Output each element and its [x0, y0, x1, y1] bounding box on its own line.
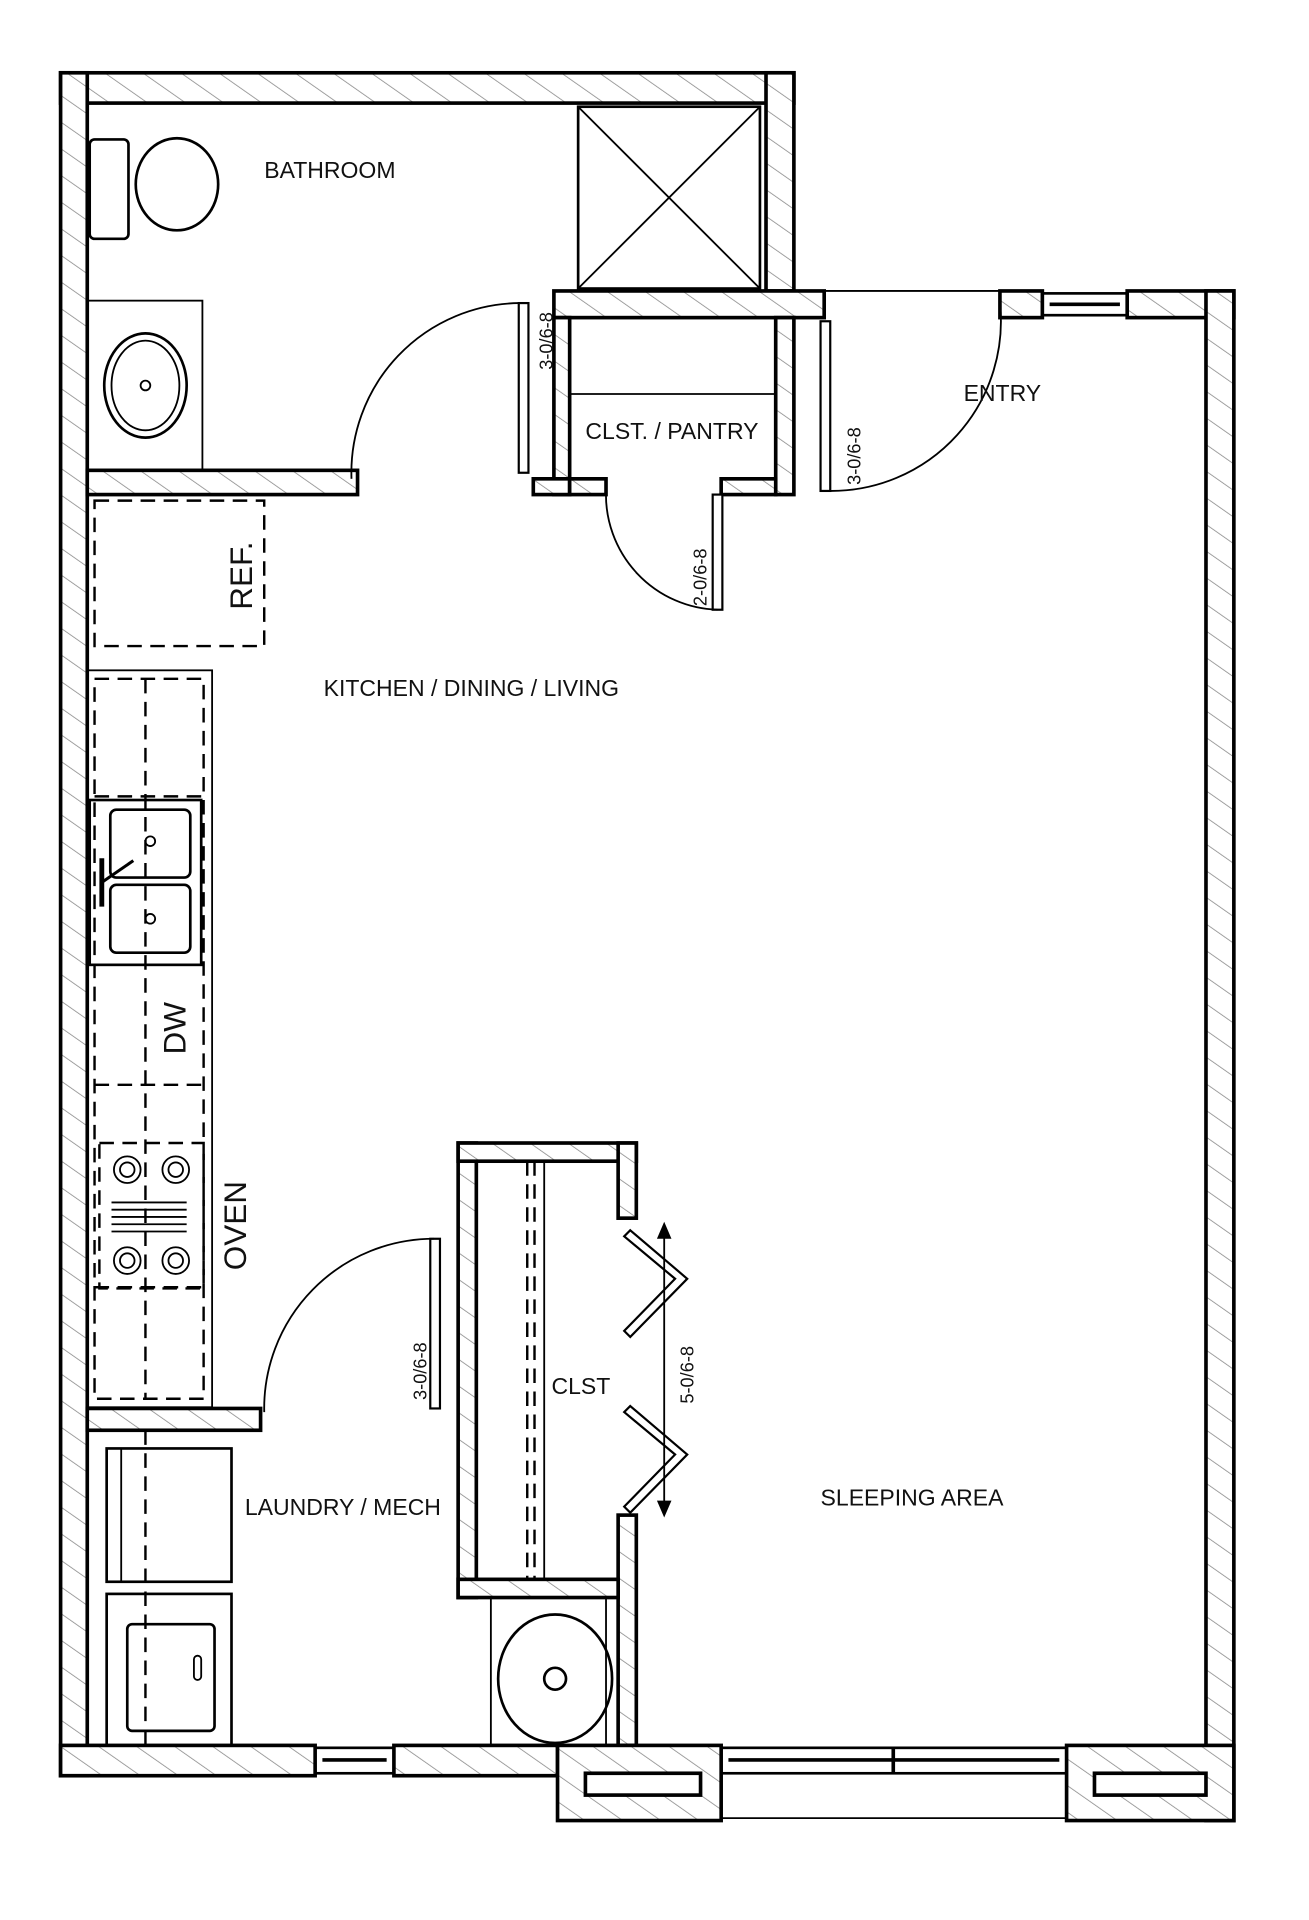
door-label-entry: 3-0/6-8 — [845, 427, 865, 485]
kitchen-fixtures — [86, 499, 266, 1409]
closet-fixtures — [526, 393, 776, 1580]
labels: BATHROOM CLST. / PANTRY ENTRY KITCHEN / … — [156, 157, 1041, 1520]
oven-label: OVEN — [217, 1181, 253, 1270]
door-label-laundry: 3-0/6-8 — [411, 1342, 431, 1400]
room-label-bathroom: BATHROOM — [264, 157, 395, 183]
ref-label: REF. — [223, 541, 259, 609]
doors — [263, 301, 1002, 1518]
water-heater — [489, 1596, 607, 1747]
room-label-sleeping: SLEEPING AREA — [821, 1484, 1005, 1510]
room-label-entry: ENTRY — [964, 380, 1042, 406]
washer — [105, 1592, 233, 1747]
sink — [88, 798, 203, 967]
toilet-tank — [88, 138, 130, 241]
dw-label: DW — [156, 1002, 192, 1055]
windows — [313, 290, 1208, 1820]
range — [98, 1141, 205, 1290]
shower — [576, 105, 762, 290]
room-label-laundry: LAUNDRY / MECH — [245, 1494, 441, 1520]
door-label-closet: 5-0/6-8 — [677, 1346, 697, 1404]
refrigerator — [93, 499, 266, 648]
door-label-bath: 3-0/6-8 — [537, 312, 557, 370]
room-label-pantry: CLST. / PANTRY — [585, 418, 758, 444]
bathroom-fixtures — [86, 105, 762, 472]
laundry-fixtures — [105, 1430, 614, 1747]
lavatory — [102, 332, 188, 439]
counter — [86, 669, 214, 1409]
vanity — [86, 299, 204, 472]
dryer — [105, 1447, 233, 1584]
walls — [58, 70, 1236, 1823]
room-label-kitchen: KITCHEN / DINING / LIVING — [324, 675, 619, 701]
room-label-closet: CLST — [551, 1373, 610, 1399]
toilet-bowl — [134, 136, 220, 232]
door-label-pantry: 2-0/6-8 — [691, 549, 711, 607]
